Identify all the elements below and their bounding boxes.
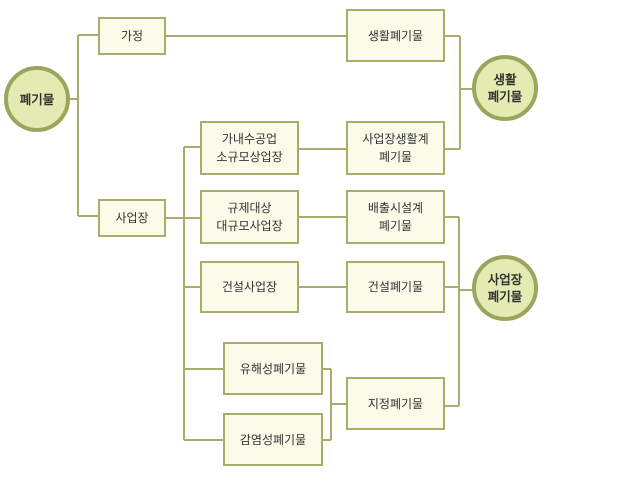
root-waste-node: 폐기물 — [4, 66, 70, 132]
household-waste-node: 생활폐기물 — [346, 9, 445, 62]
infectious-waste-node: 감염성폐기물 — [223, 413, 323, 466]
connector-business — [166, 146, 223, 441]
business-household-waste-node: 사업장생활계 폐기물 — [346, 121, 445, 175]
emission-facility-waste-node: 배출시설계 폐기물 — [346, 190, 445, 244]
hazardous-waste-node: 유해성폐기물 — [223, 342, 323, 395]
industrial-waste-category: 사업장 폐기물 — [472, 255, 538, 321]
household-node: 가정 — [98, 17, 166, 55]
construction-waste-node: 건설폐기물 — [346, 261, 445, 313]
connector-root — [70, 34, 98, 217]
business-node: 사업장 — [98, 199, 166, 237]
connector-industrial — [445, 216, 472, 407]
construction-site-node: 건설사업장 — [200, 261, 299, 313]
designated-waste-node: 지정폐기물 — [346, 377, 445, 430]
connector-municipal — [445, 35, 472, 150]
small-business-node: 가내수공업 소규모상업장 — [200, 121, 299, 175]
municipal-waste-category: 생활 폐기물 — [472, 55, 538, 121]
large-business-node: 규제대상 대규모사업장 — [200, 190, 299, 244]
connector-hazardous — [323, 368, 346, 441]
